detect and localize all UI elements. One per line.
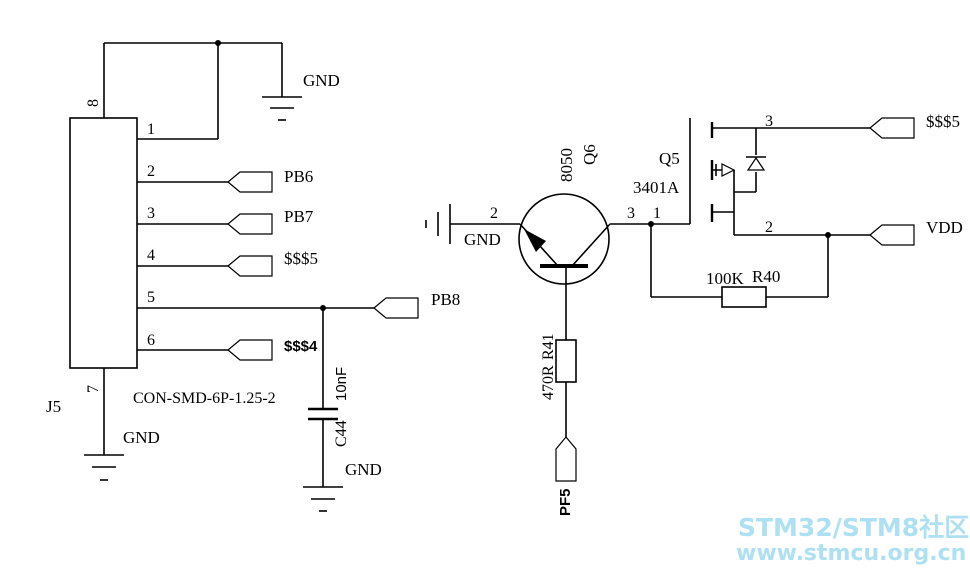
pin-1-label: 1 (147, 121, 155, 138)
resistor-r41-designator: R41 (540, 333, 557, 360)
net-6-label: $$$4 (284, 338, 318, 355)
port-pb7 (227, 213, 273, 235)
pin-5-label: 5 (147, 289, 155, 306)
port-vdd (869, 224, 915, 246)
connector-part-number: CON-SMD-6P-1.25-2 (133, 390, 276, 407)
net-vdd-label: VDD (926, 218, 963, 237)
ground-symbol-cap (303, 486, 343, 512)
gnd-label-cap: GND (345, 460, 382, 479)
net-pf5-label: PF5 (557, 488, 574, 516)
resistor-r41-value: 470R (540, 365, 557, 400)
watermark-line2: www.stmcu.org.cn (736, 541, 966, 566)
net-pb6-label: PB6 (284, 167, 313, 186)
mosfet-body-arrow (721, 163, 736, 177)
net-4-label: $$$5 (284, 249, 318, 268)
watermark-line1: STM32/STM8社区 (738, 513, 969, 542)
resistor-r40-designator: R40 (752, 267, 780, 286)
port-pb8 (373, 297, 419, 319)
gnd-label-top: GND (303, 71, 340, 90)
mosfet-q5: $$$5 VDD 3 1 2 Q5 3401A (633, 112, 963, 246)
net-pb8-label: PB8 (431, 290, 460, 309)
q6-base-pin: 2 (490, 205, 498, 222)
ground-symbol-q6 (425, 204, 451, 244)
capacitor-designator: C44 (333, 420, 350, 447)
emitter-arrow (524, 229, 546, 252)
connector-j5: GND 1 PB6 2 PB7 3 $$$5 4 PB8 5 $$$4 6 (46, 40, 460, 481)
gnd-label-q6: GND (464, 230, 501, 249)
resistor-r40-value: 100K (706, 269, 745, 288)
q5-gate-pin: 1 (653, 205, 661, 222)
pin-3-label: 3 (147, 205, 155, 222)
gnd-label-bottom: GND (123, 428, 160, 447)
port-net4 (227, 255, 273, 277)
transistor-value: 8050 (557, 148, 576, 182)
pin-8-label: 8 (85, 99, 102, 107)
pin-2-label: 2 (147, 163, 155, 180)
transistor-q6: GND 2 3 8050 Q6 (425, 144, 690, 340)
port-pb6 (227, 171, 273, 193)
body-diode (746, 156, 766, 171)
net-pb7-label: PB7 (284, 207, 314, 226)
connector-body (69, 117, 138, 369)
pin-7-label: 7 (85, 385, 102, 393)
ground-symbol-top (262, 96, 302, 121)
q6-collector-pin: 3 (627, 205, 635, 222)
net-drain-label: $$$5 (926, 112, 960, 131)
capacitor-value: 10nF (333, 367, 350, 401)
q5-drain-pin: 3 (765, 113, 773, 130)
ground-symbol-bottom (84, 454, 124, 481)
mosfet-designator: Q5 (659, 149, 680, 168)
resistor-r41: 470R R41 PF5 (540, 333, 577, 516)
q5-source-pin: 2 (765, 219, 773, 236)
resistor-r40: 100K R40 (648, 221, 829, 308)
transistor-designator: Q6 (580, 144, 599, 165)
pin-4-label: 4 (147, 247, 155, 264)
connector-designator: J5 (46, 397, 61, 416)
mosfet-value: 3401A (633, 178, 680, 197)
port-pf5 (555, 436, 577, 482)
pin-6-label: 6 (147, 332, 155, 349)
watermark: STM32/STM8社区 www.stmcu.org.cn (736, 513, 969, 566)
port-mosfet-drain (869, 117, 915, 139)
capacitor-c44: 10nF C44 GND (303, 308, 382, 512)
port-net6 (227, 339, 273, 361)
